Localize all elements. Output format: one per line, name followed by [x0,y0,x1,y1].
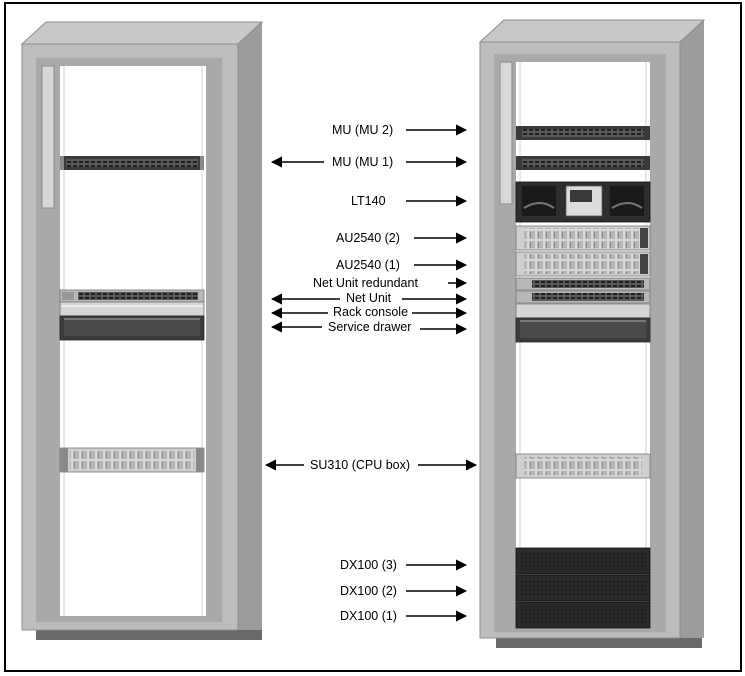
right-mu1-unit [516,156,650,170]
left-cabinet [20,21,264,640]
label-dx100-1: DX100 (1) [340,609,397,623]
left-cabinet-interior [60,66,206,616]
right-net-unit-redundant [515,277,651,291]
label-au2540-1: AU2540 (1) [336,258,400,272]
label-net-unit: Net Unit [346,291,392,305]
left-rack-console [59,301,205,317]
left-cabinet-top [20,21,264,45]
label-mu2: MU (MU 2) [332,123,394,137]
right-door-handle [499,61,513,205]
right-rack-console [515,303,651,319]
label-au2540-2: AU2540 (2) [336,231,400,245]
right-mu2-unit [516,126,650,140]
label-rack-console: Rack console [333,305,409,319]
right-dx100-2-unit [515,574,651,602]
label-dx100-3: DX100 (3) [340,558,397,572]
right-au2540-2-unit [515,225,651,251]
right-au2540-1-unit [515,251,651,277]
label-service-drawer: Service drawer [328,320,412,334]
right-net-unit [515,290,651,304]
right-cabinet-top [478,19,706,43]
left-su310-unit [59,447,205,473]
right-cabinet-base [496,638,702,648]
label-lt140: LT140 [351,194,386,208]
right-cabinet-side [680,20,704,638]
right-service-drawer [515,317,651,343]
right-su310-unit [515,453,651,479]
left-mu1-unit [60,156,204,170]
right-dx100-1-unit [515,601,651,629]
label-mu1: MU (MU 1) [332,155,394,169]
left-cabinet-side [238,22,262,630]
left-cabinet-base [36,630,262,640]
right-cabinet-interior [516,62,650,628]
left-service-drawer [59,315,205,341]
right-cabinet [478,19,706,648]
left-door-handle [41,65,55,209]
label-dx100-2: DX100 (2) [340,584,397,598]
right-lt140-unit [515,181,651,223]
label-su310: SU310 (CPU box) [310,458,411,472]
left-net-unit [59,289,205,303]
arrows [264,124,478,622]
right-dx100-3-unit [515,547,651,575]
label-net-unit-redundant: Net Unit redundant [313,276,418,290]
diagram-frame [4,2,742,672]
